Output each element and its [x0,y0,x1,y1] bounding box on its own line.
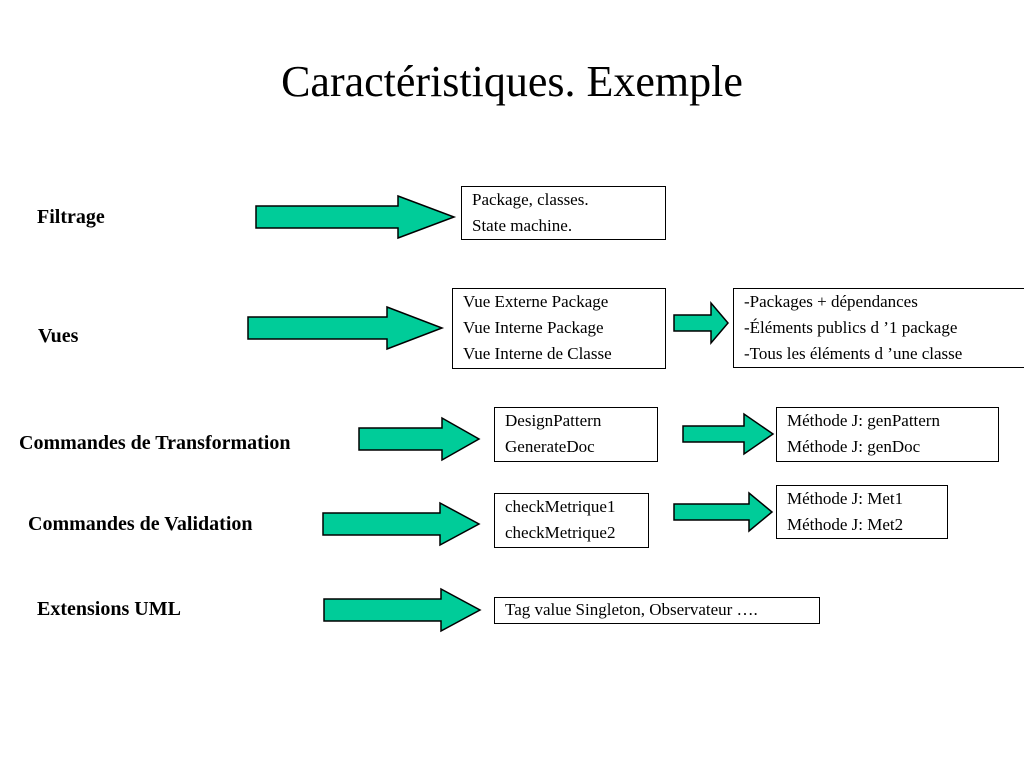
row-label-filtrage: Filtrage [37,206,105,228]
validation-details-box: Méthode J: Met1 Méthode J: Met2 [776,485,948,539]
right-arrow-icon [673,491,774,533]
row-label-commandes-validation: Commandes de Validation [28,513,253,535]
box-line: Tag value Singleton, Observateur …. [505,600,758,619]
extensions-uml-examples-box: Tag value Singleton, Observateur …. [494,597,820,624]
right-arrow-icon [255,194,457,240]
box-line: checkMetrique2 [505,523,616,542]
row-label-extensions-uml: Extensions UML [37,598,181,620]
filtrage-examples-box: Package, classes. State machine. [461,186,666,240]
box-line: -Packages + dépendances [744,292,918,311]
transformation-details-box: Méthode J: genPattern Méthode J: genDoc [776,407,999,462]
row-label-vues: Vues [38,325,79,347]
vues-examples-box: Vue Externe Package Vue Interne Package … [452,288,666,369]
box-line: GenerateDoc [505,437,595,456]
right-arrow-icon [682,412,775,456]
box-line: Méthode J: genPattern [787,411,940,430]
right-arrow-icon [673,300,729,346]
box-line: Vue Externe Package [463,292,609,311]
box-line: Package, classes. [472,190,589,209]
box-line: Vue Interne Package [463,318,604,337]
right-arrow-icon [322,501,481,547]
box-line: Méthode J: genDoc [787,437,921,456]
right-arrow-icon [247,305,445,351]
right-arrow-icon [358,416,481,462]
vues-details-box: -Packages + dépendances -Éléments public… [733,288,1024,368]
box-line: State machine. [472,216,573,235]
box-line: -Éléments publics d ’1 package [744,318,958,337]
row-label-commandes-transformation: Commandes de Transformation [19,432,291,454]
box-line: Méthode J: Met1 [787,489,904,508]
box-line: Vue Interne de Classe [463,344,612,363]
box-line: DesignPattern [505,411,602,430]
box-line: Méthode J: Met2 [787,515,904,534]
right-arrow-icon [323,587,482,633]
box-line: -Tous les éléments d ’une classe [744,344,963,363]
transformation-examples-box: DesignPattern GenerateDoc [494,407,658,462]
box-line: checkMetrique1 [505,497,616,516]
validation-examples-box: checkMetrique1 checkMetrique2 [494,493,649,548]
slide-title: Caractéristiques. Exemple [281,57,743,106]
